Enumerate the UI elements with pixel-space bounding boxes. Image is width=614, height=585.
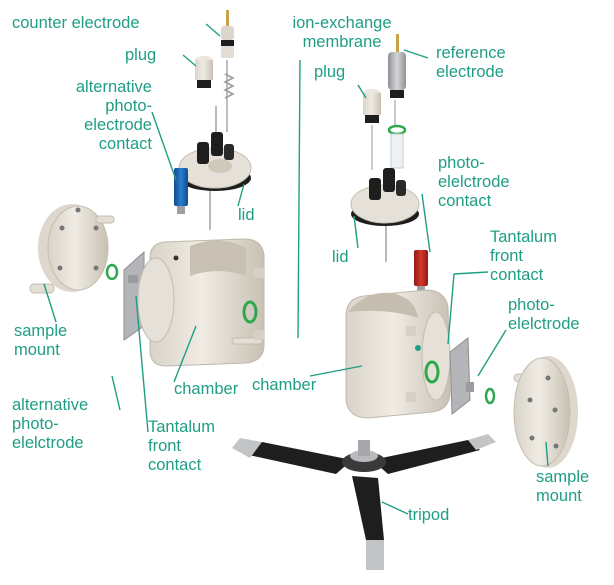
label-ion-exchange-membrane: ion-exchange membrane xyxy=(272,14,412,52)
label-photoelectrode-contact: photo- elelctrode contact xyxy=(438,154,510,211)
reference-electrode-part xyxy=(388,34,406,168)
label-tantalum-front-contact-left: Tantalum front contact xyxy=(148,418,215,475)
label-sample-mount-right: sample mount xyxy=(536,468,589,506)
label-plug-left: plug xyxy=(125,46,156,65)
sample-mount-right-part xyxy=(514,356,578,468)
label-reference-electrode: reference electrode xyxy=(436,44,506,82)
label-plug-right: plug xyxy=(314,63,345,82)
plug-right-part xyxy=(363,89,381,170)
chamber-right-part xyxy=(346,290,494,418)
label-chamber-right: chamber xyxy=(252,376,316,395)
label-chamber-left: chamber xyxy=(174,380,238,399)
label-counter-electrode: counter electrode xyxy=(12,14,140,33)
label-lid-left: lid xyxy=(238,206,255,225)
sample-mount-left-part xyxy=(30,204,117,293)
label-tantalum-front-contact-right: Tantalum front contact xyxy=(490,228,557,285)
red-contact-part xyxy=(414,250,428,294)
label-alternative-photoelectrode-contact: alternative photo- electrode contact xyxy=(34,78,152,154)
label-photoelectrode-right: photo- elelctrode xyxy=(508,296,580,334)
label-tripod: tripod xyxy=(408,506,449,525)
counter-electrode-part xyxy=(221,10,234,132)
chamber-left-part xyxy=(124,239,264,366)
label-sample-mount-left: sample mount xyxy=(14,322,67,360)
label-lid-right: lid xyxy=(332,248,349,267)
blue-contact-part xyxy=(174,168,188,214)
tripod-part xyxy=(232,434,496,570)
label-alternative-photoelectrode: alternative photo- elelctrode xyxy=(12,396,88,453)
lid-right-part xyxy=(351,168,419,262)
